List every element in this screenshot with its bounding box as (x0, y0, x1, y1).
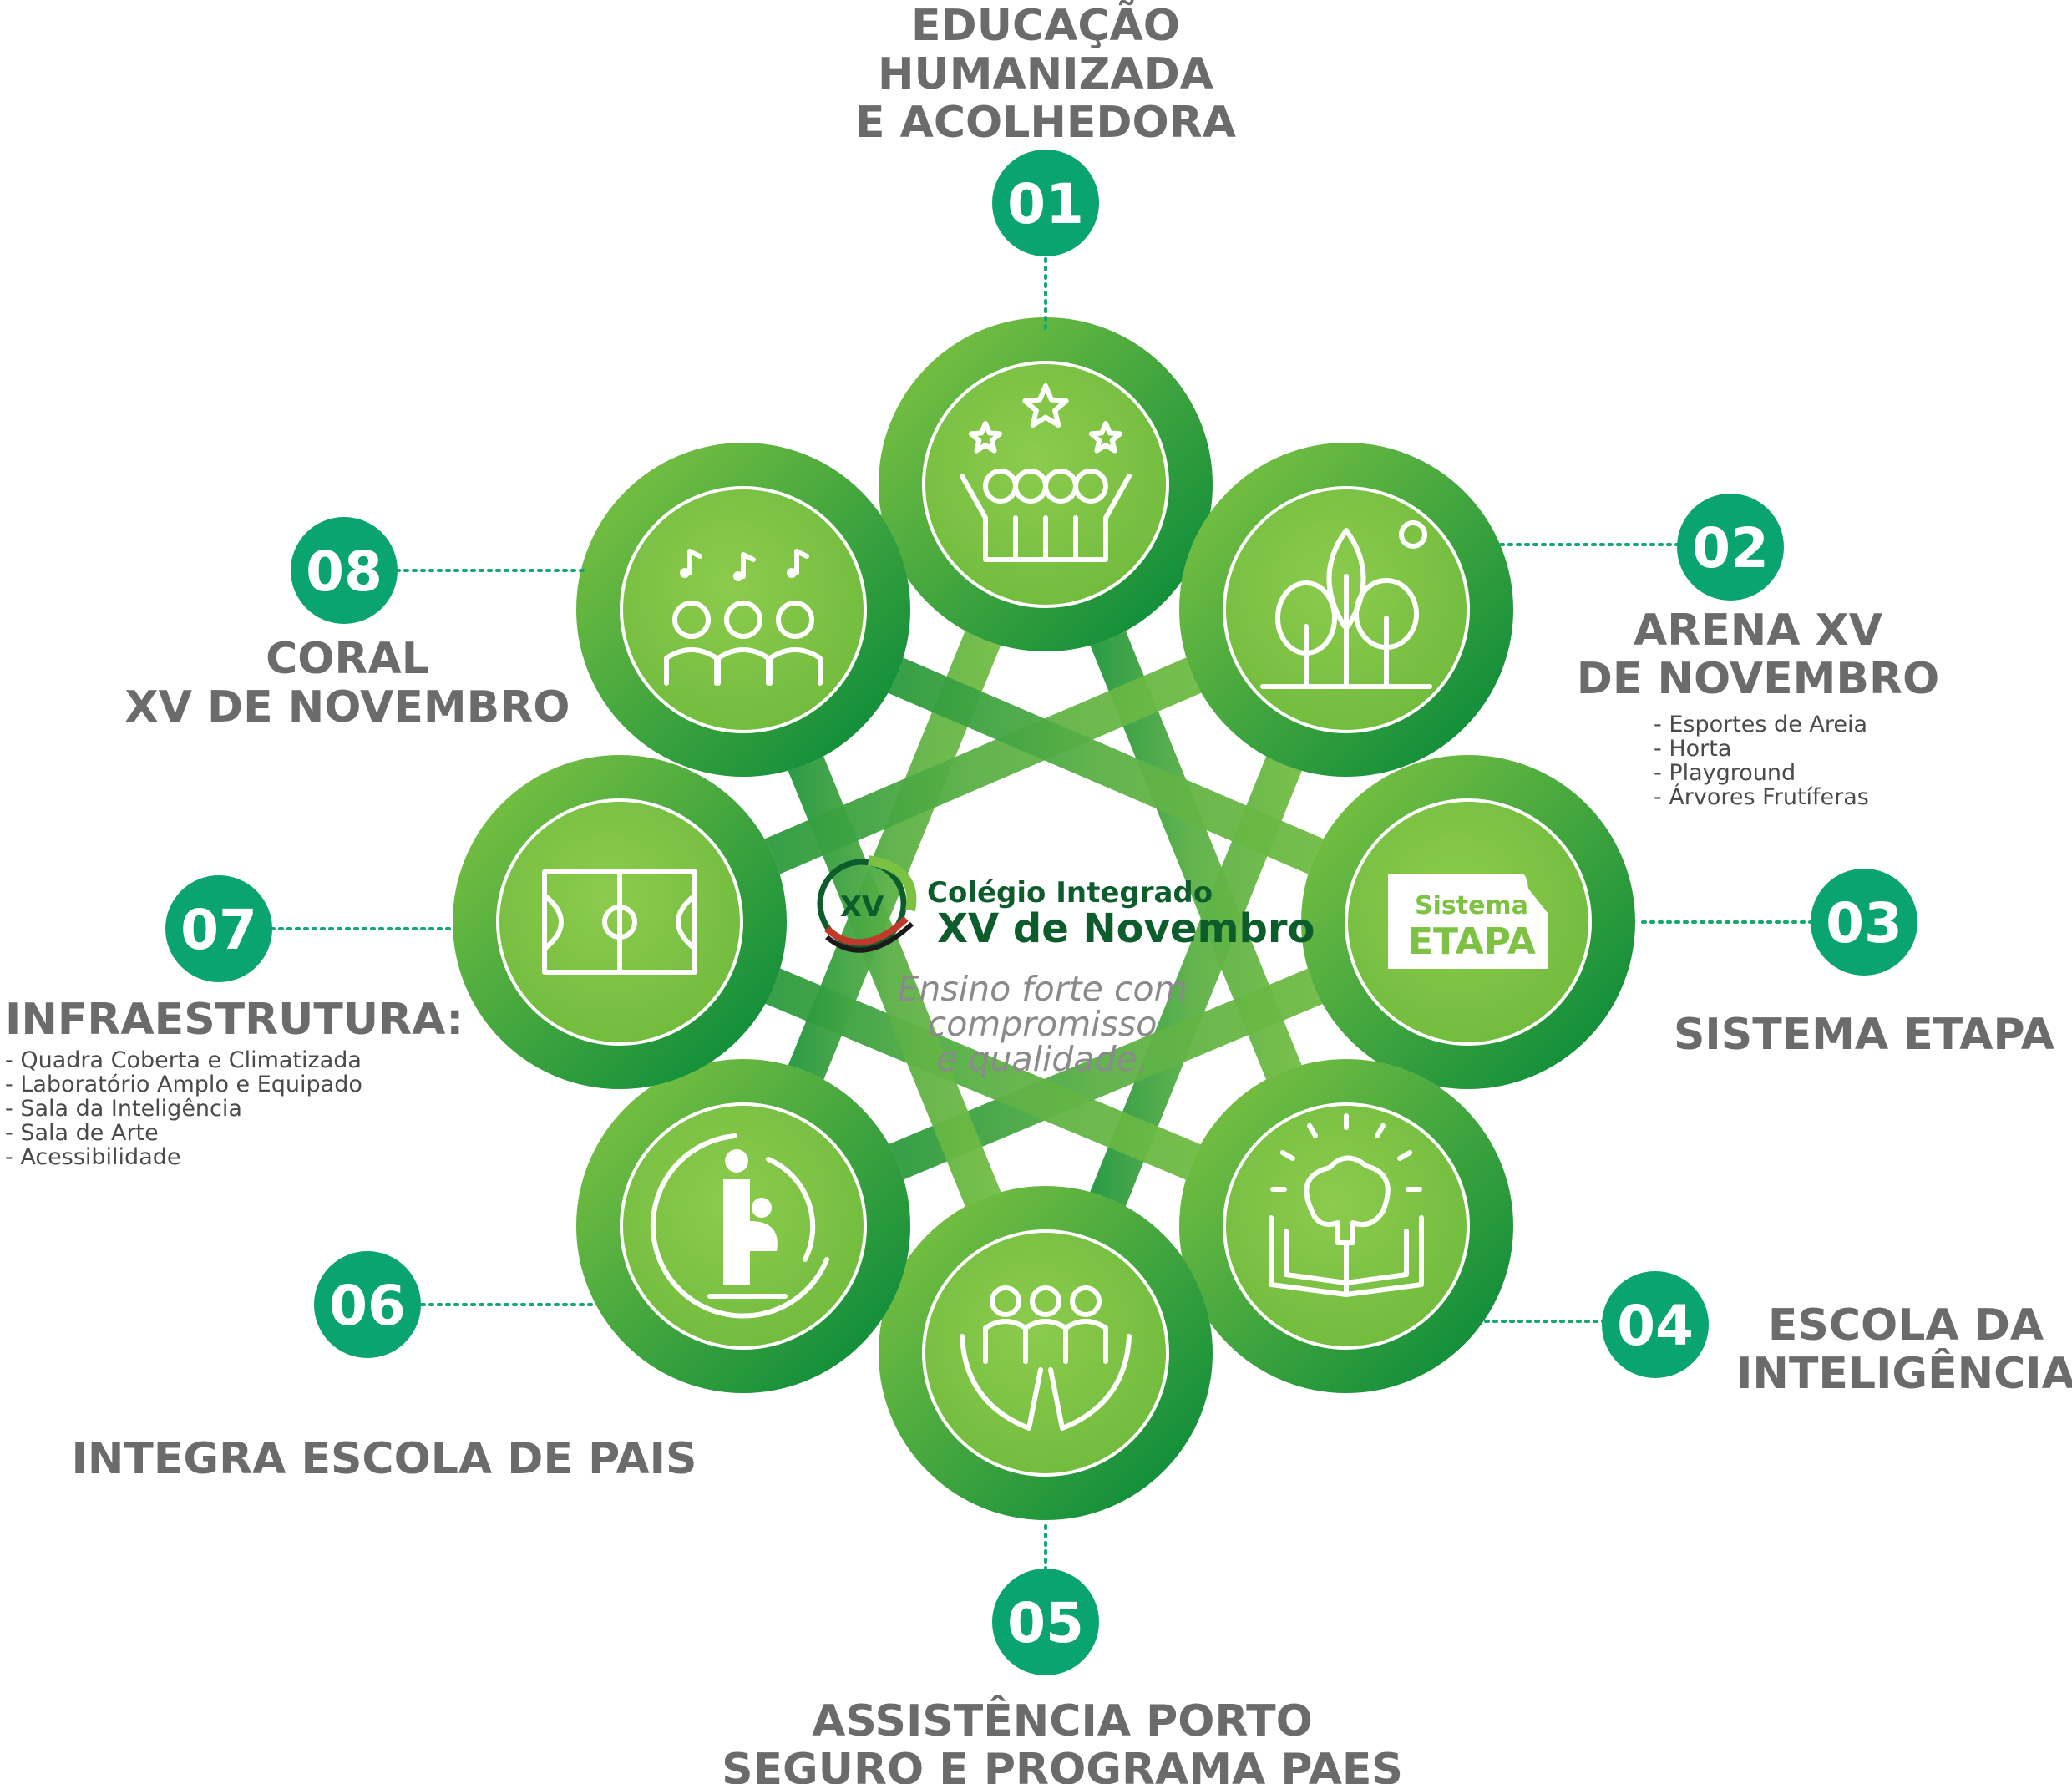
item-title-line: E ACOLHEDORA (855, 98, 1236, 148)
badge-06: 06 (314, 1251, 421, 1358)
tagline-line2: compromisso (928, 1004, 1158, 1044)
celebrating-people-stars-icon (960, 383, 1132, 562)
tagline-line1: Ensino forte com (897, 969, 1187, 1009)
item-title-line: INTELIGÊNCIA (1736, 1348, 2072, 1399)
item-title-line: INTEGRA ESCOLA DE PAIS (72, 1434, 697, 1484)
item-title-line: XV DE NOVEMBRO (125, 682, 570, 732)
item-detail-line: - Sala da Inteligência (5, 1096, 242, 1122)
choir-icon (664, 549, 823, 686)
item-title-line: ARENA XV (1634, 606, 1882, 656)
item-title-line: HUMANIZADA (878, 49, 1213, 99)
item-detail-line: - Árvores Frutíferas (1654, 783, 1869, 810)
ring-08 (576, 443, 910, 777)
etapa-line1: Sistema (1415, 891, 1528, 920)
ring-05 (879, 1186, 1213, 1520)
badge-number: 02 (1692, 516, 1769, 580)
item-detail-line: - Sala de Arte (5, 1120, 159, 1146)
label-07: INFRAESTRUTURA:- Quadra Coberta e Climat… (5, 995, 464, 1170)
item-title-line: CORAL (266, 634, 429, 684)
item-detail-line: - Horta (1654, 736, 1731, 762)
etapa-line2: ETAPA (1408, 920, 1536, 963)
item-title-line: DE NOVEMBRO (1577, 654, 1940, 704)
item-detail-line: - Esportes de Areia (1654, 712, 1867, 737)
badge-number: 03 (1826, 891, 1902, 955)
item-title-line: ESCOLA DA (1768, 1300, 2044, 1351)
badge-number: 04 (1617, 1294, 1694, 1358)
tagline-line3: e qualidade. (936, 1039, 1148, 1079)
badge-03: 03 (1811, 869, 1917, 976)
badge-number: 05 (1007, 1591, 1084, 1655)
badge-04: 04 (1602, 1271, 1709, 1378)
disc-04 (1226, 1106, 1467, 1346)
label-03: SISTEMA ETAPA (1674, 1010, 2054, 1060)
item-title-line: SEGURO E PROGRAMA PAES (722, 1745, 1403, 1784)
badge-07: 07 (165, 875, 272, 982)
logo-line1: Colégio Integrado (927, 876, 1213, 910)
item-detail-line: - Laboratório Amplo e Equipado (5, 1072, 362, 1097)
label-06: INTEGRA ESCOLA DE PAIS (72, 1434, 697, 1484)
item-detail-line: - Playground (1654, 760, 1796, 786)
item-title-line: ASSISTÊNCIA PORTO (812, 1695, 1313, 1746)
badge-number: 08 (306, 540, 382, 604)
badge-02: 02 (1677, 494, 1784, 601)
brain-book-icon (1269, 1113, 1424, 1297)
logo-mark: XV (817, 855, 917, 953)
logo-line2: XV de Novembro (937, 905, 1315, 952)
badge-number: 07 (180, 898, 257, 962)
disc-05 (925, 1233, 1166, 1473)
number-badges: 01 02 03 04 05 06 07 08 (165, 150, 1917, 1675)
disc-08 (623, 489, 864, 730)
badge-01: 01 (992, 150, 1099, 256)
badge-08: 08 (291, 517, 398, 624)
family-emblem-icon (650, 1133, 829, 1319)
hands-people-icon (960, 1285, 1132, 1431)
school-logo: XV Colégio Integrado XV de Novembro (817, 855, 1315, 953)
badge-number: 06 (329, 1274, 406, 1338)
item-detail-line: - Acessibilidade (5, 1144, 181, 1170)
item-title-line: INFRAESTRUTURA: (5, 995, 464, 1045)
tagline: Ensino forte com compromisso e qualidade… (897, 969, 1187, 1079)
logo-mark-text: XV (840, 890, 884, 924)
sports-court-icon (542, 869, 697, 975)
badge-number: 01 (1007, 172, 1084, 236)
item-title-line: EDUCAÇÃO (911, 0, 1180, 51)
item-detail-line: - Quadra Coberta e Climatizada (5, 1047, 362, 1073)
ring-04 (1179, 1059, 1513, 1393)
trees-icon (1260, 520, 1432, 689)
item-title-line: SISTEMA ETAPA (1674, 1010, 2054, 1060)
badge-05: 05 (992, 1569, 1099, 1675)
